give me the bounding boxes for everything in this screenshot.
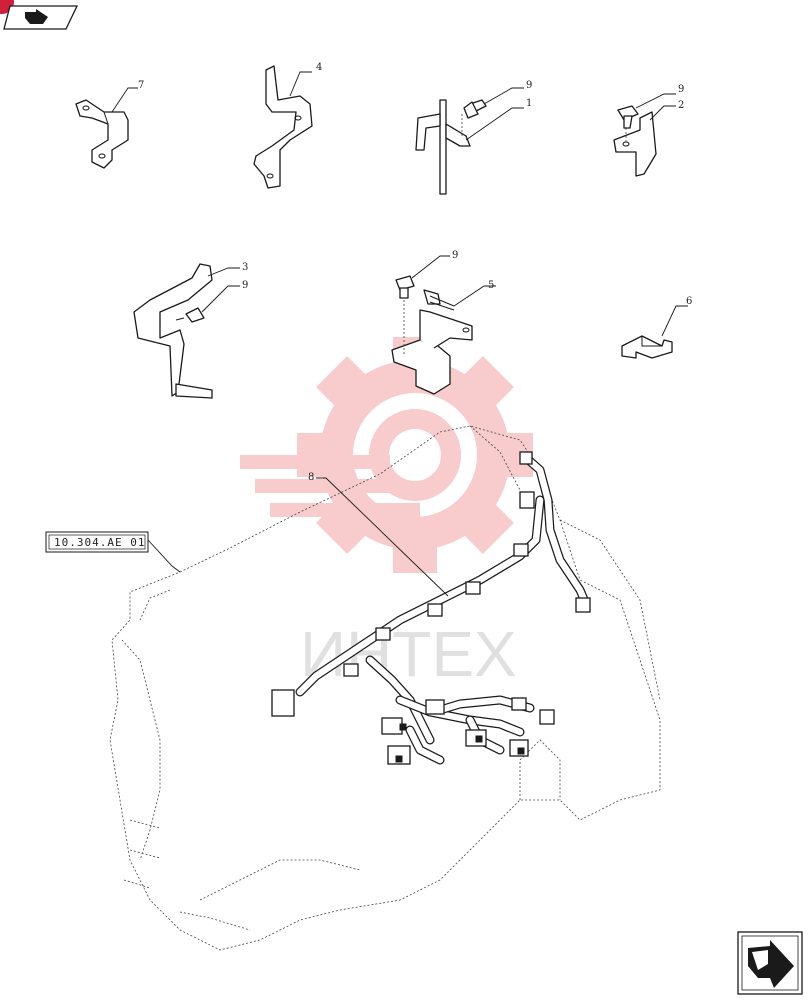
- callout-labels: 7 4 9 1 9 2 3 9 9 5 6 8: [138, 62, 692, 483]
- callout-9: 9: [678, 84, 684, 95]
- bracket-part-7: [75, 87, 138, 169]
- callout-9: 9: [452, 250, 458, 261]
- engine-outline: [109, 425, 661, 951]
- bolt-icon: [175, 307, 205, 323]
- bolt-icon: [395, 275, 415, 299]
- bracket-part-4: [253, 65, 313, 189]
- callout-1: 1: [526, 98, 532, 109]
- bracket-part-3: [133, 263, 240, 399]
- callout-7: 7: [138, 80, 144, 91]
- connector-icon: [519, 451, 533, 465]
- callout-9: 9: [242, 280, 248, 291]
- connector-icon: [511, 697, 527, 711]
- connector-icon: [539, 709, 555, 725]
- callout-5: 5: [488, 280, 494, 291]
- connector-icon: [519, 491, 535, 509]
- bolt-icon: [617, 105, 639, 129]
- clip-icon: [465, 581, 481, 595]
- bracket-part-5: [391, 255, 496, 395]
- clip-icon: [513, 543, 529, 557]
- connector-icon: [575, 597, 591, 613]
- callout-4: 4: [316, 62, 322, 73]
- connector-icon: [381, 717, 403, 735]
- callout-8: 8: [308, 472, 314, 483]
- bracket-part-6: [621, 305, 688, 359]
- corner-badge: [0, 0, 14, 14]
- watermark-text: ИНТЕХ: [300, 618, 517, 690]
- callout-2: 2: [678, 100, 684, 111]
- wiring-harness-part-8: [271, 451, 591, 765]
- callout-6: 6: [686, 296, 692, 307]
- callout-3: 3: [242, 262, 248, 273]
- clip-icon: [375, 627, 391, 641]
- connector-icon: [387, 745, 411, 765]
- bolt-icon: [463, 99, 487, 119]
- next-page-arrow-icon[interactable]: [737, 931, 803, 995]
- connector-icon: [425, 699, 445, 715]
- reference-label: 10.304.AE 01: [54, 536, 145, 549]
- callout-9: 9: [526, 80, 532, 91]
- watermark-logo: [240, 337, 533, 573]
- bracket-part-1: [415, 87, 524, 195]
- bracket-part-2: [613, 93, 676, 177]
- clip-icon: [343, 663, 359, 677]
- reference-box[interactable]: 10.304.AE 01: [45, 531, 149, 553]
- pointer-arrow-icon[interactable]: [3, 5, 79, 30]
- connector-icon: [271, 689, 295, 717]
- bolt-icon: [423, 289, 455, 311]
- clip-icon: [427, 603, 443, 617]
